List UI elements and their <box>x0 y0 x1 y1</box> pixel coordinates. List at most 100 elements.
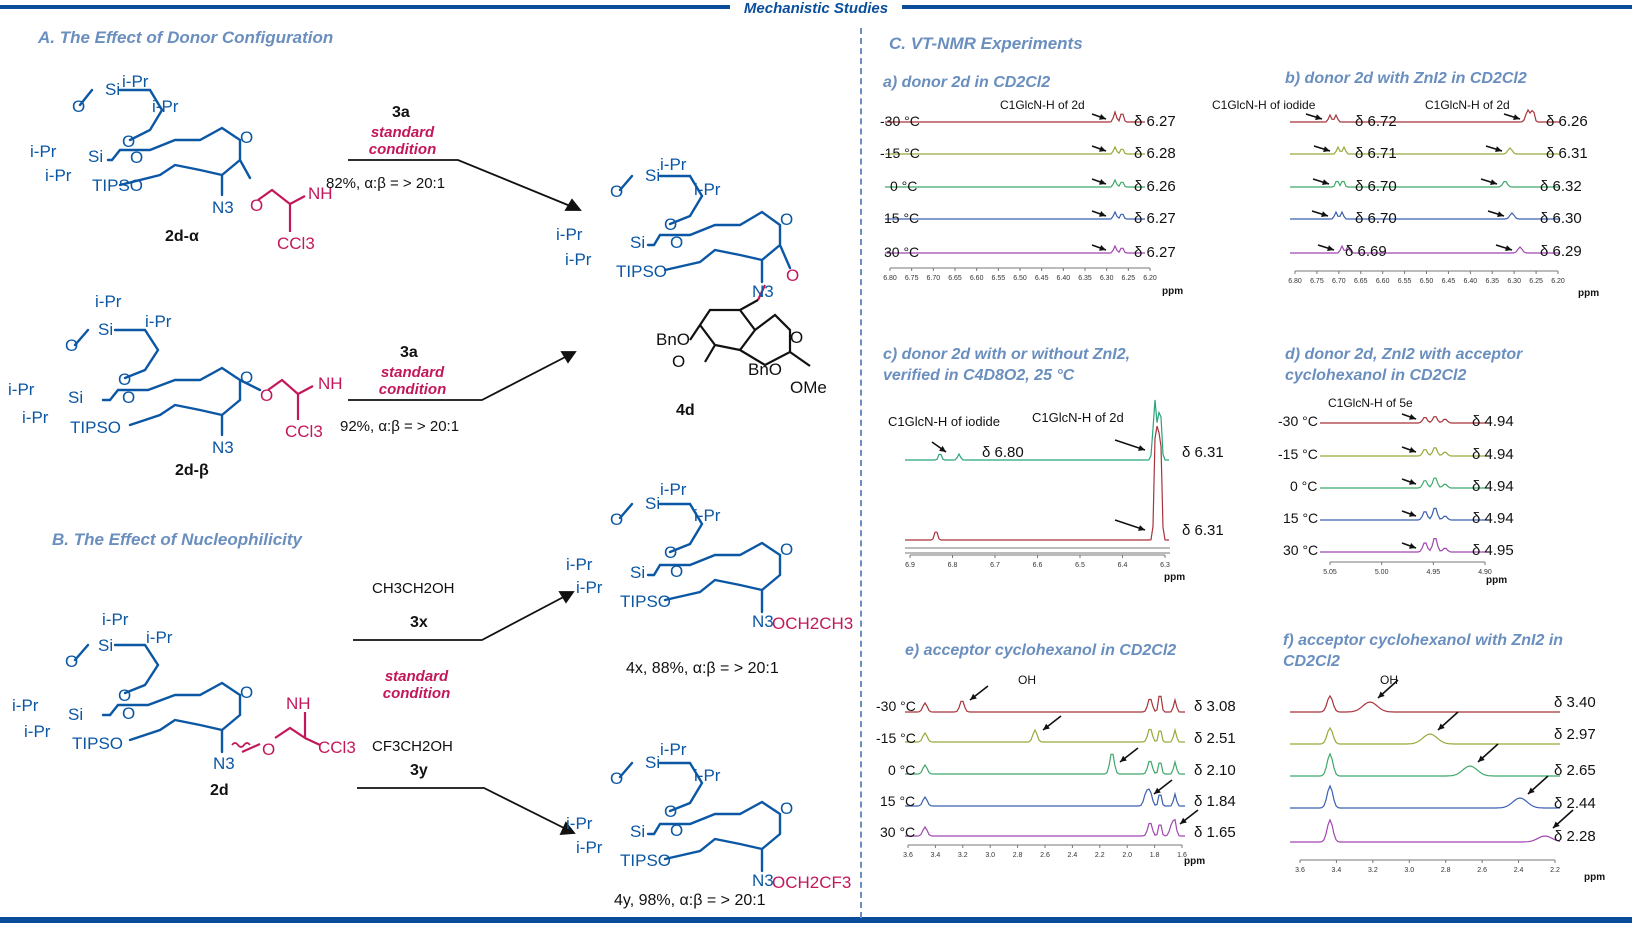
tick-label: 6.25 <box>1529 278 1543 285</box>
o-label: O <box>610 510 624 529</box>
peak-arrow-head <box>939 445 946 452</box>
spectrum-trace <box>1320 416 1490 424</box>
ipr-label: i-Pr <box>565 250 592 269</box>
peak-arrow-head <box>1321 211 1328 218</box>
peak-arrow-head <box>1180 817 1187 824</box>
tick-label: 5.05 <box>1323 569 1337 576</box>
peak-arrow-head <box>1315 114 1322 121</box>
peak-arrow-head <box>1099 179 1106 185</box>
ipr-label: i-Pr <box>30 142 57 161</box>
shift-label: δ 2.97 <box>1554 726 1596 743</box>
shift-label: δ 4.94 <box>1472 446 1514 463</box>
ipr-label: i-Pr <box>576 838 603 857</box>
ipr-label: i-Pr <box>146 628 173 647</box>
tick-label: 6.5 <box>1075 562 1085 569</box>
si-label: Si <box>630 563 646 582</box>
spectrum-trace <box>1290 180 1560 188</box>
shift-label: δ 4.94 <box>1472 510 1514 527</box>
reagent-tfe: CF3CH2OH <box>372 738 453 755</box>
tick-label: 6.70 <box>927 275 941 282</box>
o-label: O <box>130 148 144 167</box>
temp-label: 15 °C <box>1283 510 1319 526</box>
shift-label: δ 6.31 <box>1182 444 1224 461</box>
condition-text: standard condition <box>378 364 447 398</box>
section-divider <box>860 28 862 918</box>
ccl3-label: CCl3 <box>318 738 356 757</box>
tick-label: 4.90 <box>1478 569 1492 576</box>
section-title-c: C. VT-NMR Experiments <box>889 34 1083 53</box>
temp-label: 0 °C <box>890 178 918 194</box>
tick-label: 2.6 <box>1040 852 1050 859</box>
compound-2d-alpha: 2d-α <box>165 228 199 245</box>
temp-label: 30 °C <box>884 244 920 260</box>
tick-label: 3.2 <box>958 852 968 859</box>
shift-label: δ 6.29 <box>1540 243 1582 260</box>
n3-label: N3 <box>212 438 234 457</box>
n3-label: N3 <box>213 754 235 773</box>
panel-b-title: b) donor 2d with ZnI2 in CD2Cl2 <box>1285 70 1527 87</box>
tick-label: 3.6 <box>1295 867 1305 874</box>
o-label: O <box>670 233 684 252</box>
tick-label: 6.8 <box>948 562 958 569</box>
spectrum-trace <box>1290 145 1560 155</box>
condition-text: standard condition <box>368 124 437 158</box>
spectrum-trace <box>905 727 1185 743</box>
si-label: Si <box>645 166 661 185</box>
peak-arrow-head <box>1528 787 1535 794</box>
ring-o-label: O <box>240 128 254 147</box>
ipr-label: i-Pr <box>152 97 179 116</box>
page-title: Mechanistic Studies <box>729 0 903 17</box>
spectrum-trace <box>1320 447 1490 457</box>
ethoxy-label: OCH2CH3 <box>772 614 854 633</box>
shift-label: δ 4.94 <box>1472 413 1514 430</box>
panel-d-title: d) donor 2d, ZnI2 with acceptor cyclohex… <box>1285 346 1523 384</box>
peak-arrow-head <box>1553 821 1560 828</box>
peak-arrow-head <box>1378 691 1385 698</box>
peak-arrow-head <box>1490 179 1497 186</box>
reagent-3a: 3a <box>400 344 418 361</box>
tick-label: 6.45 <box>1035 275 1049 282</box>
axis-unit: ppm <box>1578 288 1600 299</box>
tipso-label: TIPSO <box>72 734 124 753</box>
shift-label: δ 2.65 <box>1554 762 1596 779</box>
o-label: O <box>664 802 678 821</box>
tick-label: 1.6 <box>1177 852 1187 859</box>
shift-label: δ 6.71 <box>1355 145 1397 162</box>
shift-label: δ 6.70 <box>1355 178 1397 195</box>
shift-label: δ 4.94 <box>1472 478 1514 495</box>
tipso-label: TIPSO <box>620 592 672 611</box>
tick-label: 6.4 <box>1118 562 1128 569</box>
si-label: Si <box>98 320 114 339</box>
shift-label: δ 2.44 <box>1554 795 1596 812</box>
axis-unit: ppm <box>1584 872 1606 883</box>
ipr-label: i-Pr <box>566 555 593 574</box>
tick-label: 2.4 <box>1068 852 1078 859</box>
tick-label: 1.8 <box>1150 852 1160 859</box>
axis-unit: ppm <box>1184 856 1206 867</box>
tick-label: 6.25 <box>1122 275 1136 282</box>
si-label: Si <box>98 636 114 655</box>
nh-label: NH <box>308 184 333 203</box>
n3-label: N3 <box>752 871 774 890</box>
tick-label: 6.70 <box>1332 278 1346 285</box>
peak-arrow-head <box>1043 723 1050 730</box>
o-label: O <box>260 386 274 405</box>
peak-arrow-head <box>1409 511 1416 517</box>
peak-arrow-head <box>1323 146 1330 153</box>
temp-label: -15 °C <box>880 145 920 161</box>
shift-label: δ 6.27 <box>1134 210 1176 227</box>
peak-annotation: C1GlcN-H of 2d <box>1425 98 1510 112</box>
shift-label: δ 6.28 <box>1134 145 1176 162</box>
shift-label: δ 2.10 <box>1194 762 1236 779</box>
peak-arrow-head <box>1409 479 1416 485</box>
tick-label: 6.65 <box>1354 278 1368 285</box>
peak-arrow-head <box>1154 787 1161 794</box>
temp-label: 30 °C <box>880 824 916 840</box>
temp-label: -30 °C <box>880 113 920 129</box>
condition-text: standard condition <box>382 668 451 702</box>
spectrum-trace <box>905 788 1185 807</box>
peak-annotation: C1GlcN-H of 2d <box>1000 98 1085 112</box>
spectrum-trace <box>1290 752 1560 777</box>
axis-unit: ppm <box>1162 286 1184 297</box>
